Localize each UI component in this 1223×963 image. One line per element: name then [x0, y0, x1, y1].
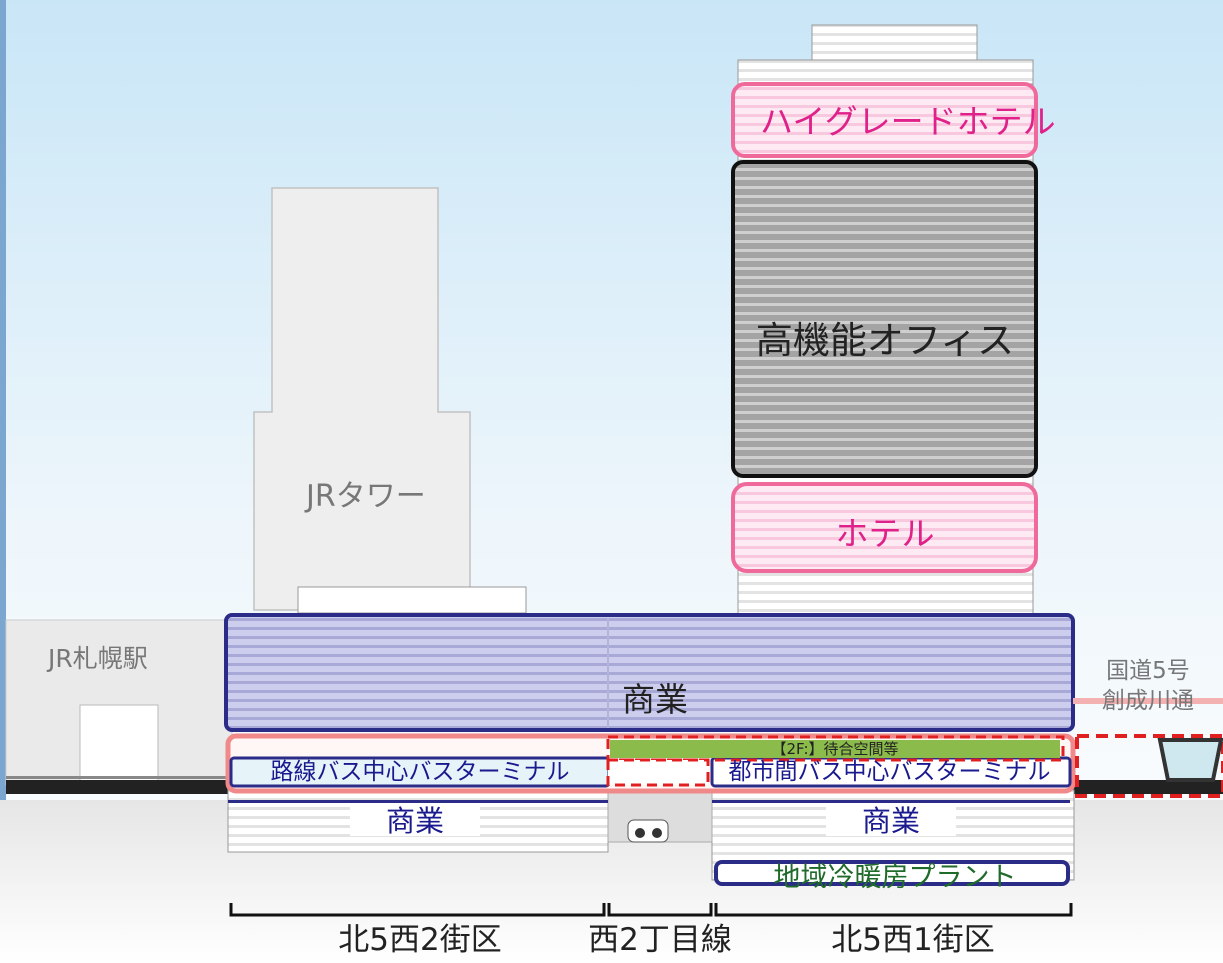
dhc-plant-frame: [714, 860, 1070, 886]
label-high-grade-hotel: ハイグレードホテル: [760, 102, 1056, 141]
commercial-podium: [224, 613, 1075, 732]
office-block: [731, 160, 1038, 478]
hotel-block: [731, 482, 1038, 573]
left-edge-bar: [0, 0, 6, 963]
label-intercity-bus-terminal: 都市間バス中心バスターミナル: [728, 759, 1051, 785]
bus-terminal-band: [225, 733, 1076, 794]
label-road-line2: 創成川通: [1102, 688, 1194, 714]
label-block-middle: 西2丁目線: [588, 922, 732, 958]
label-commercial-main: 商業: [622, 680, 688, 719]
rail-tracks: [6, 698, 1223, 794]
label-hotel: ホテル: [835, 514, 935, 553]
road-crossing: [1075, 734, 1223, 798]
waiting-space-box: [610, 740, 1060, 758]
label-block-left: 北5西2街区: [338, 922, 502, 958]
underpass-dashed-outline: [606, 758, 710, 787]
label-jr-sapporo-station: JR札幌駅: [48, 644, 148, 673]
label-dhc-plant: 地域冷暖房プラント: [773, 862, 1017, 893]
bus-vehicle-icon: [627, 819, 669, 843]
waiting-space-dashed-outline: [606, 735, 1065, 762]
block-brackets: [229, 903, 1073, 917]
label-road-line1: 国道5号: [1106, 658, 1190, 684]
bracket-left: [229, 903, 606, 917]
label-commercial-right: 商業: [826, 807, 956, 836]
label-jr-tower: JRタワー: [306, 479, 426, 514]
label-waiting-space: 【2F:】待合空間等: [771, 740, 899, 758]
bracket-right: [714, 903, 1073, 917]
jr-sapporo-station-building: [5, 619, 233, 786]
tower-crown: [737, 24, 1034, 87]
bracket-middle: [607, 903, 713, 917]
label-block-right: 北5西1街区: [831, 922, 995, 958]
high-grade-hotel-block: [731, 82, 1038, 158]
label-commercial-left: 商業: [350, 807, 480, 836]
label-office: 高機能オフィス: [755, 319, 1015, 362]
label-route-bus-terminal: 路線バス中心バスターミナル: [270, 759, 570, 785]
